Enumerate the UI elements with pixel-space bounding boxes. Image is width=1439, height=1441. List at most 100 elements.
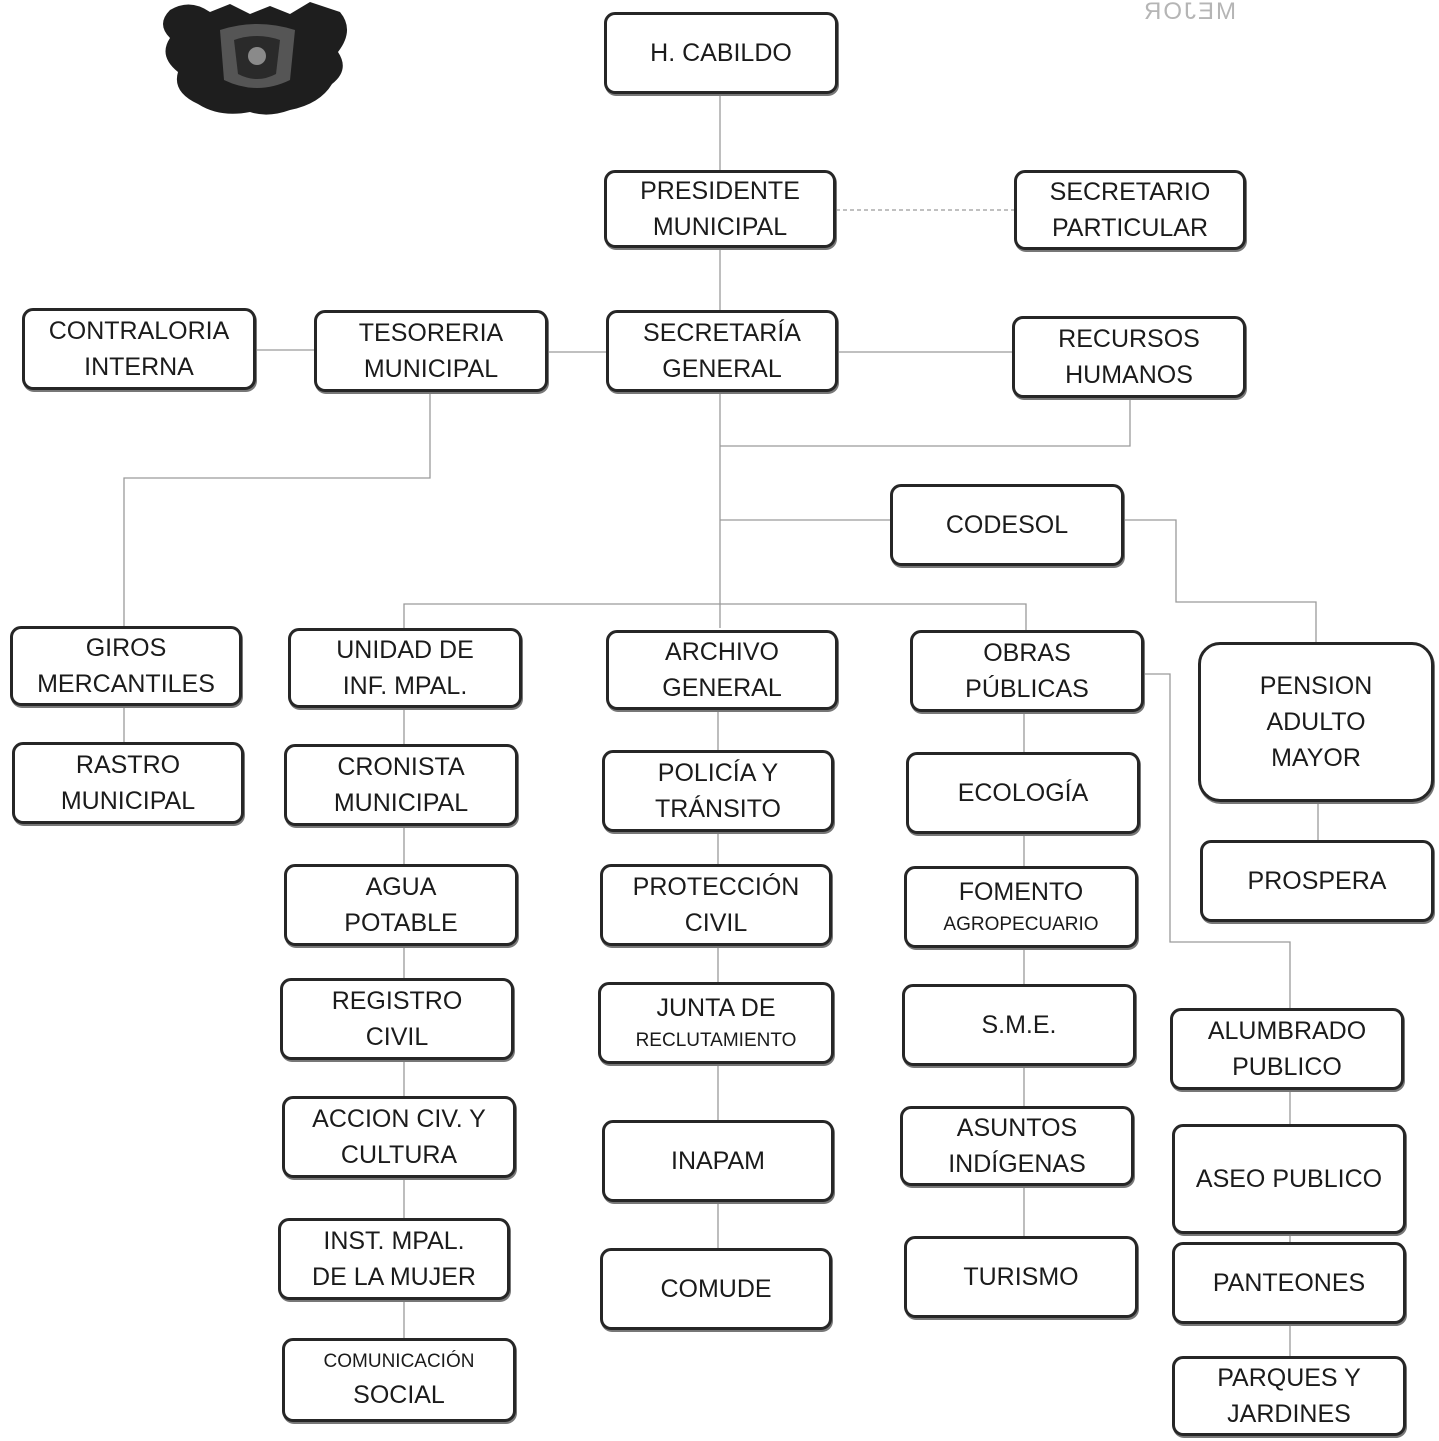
node-unidad-inf-mpal: UNIDAD DE INF. MPAL. [288, 628, 522, 708]
node-label-line: CRONISTA [337, 753, 465, 781]
node-giros-mercantiles: GIROS MERCANTILES [10, 626, 242, 706]
node-alumbrado-publico: ALUMBRADO PUBLICO [1170, 1008, 1404, 1090]
node-fomento-agropecuario: FOMENTO AGROPECUARIO [904, 866, 1138, 948]
node-label-line: CULTURA [340, 1141, 458, 1169]
node-policia-transito: POLICÍA Y TRÁNSITO [602, 750, 834, 832]
node-label-line: SOCIAL [353, 1381, 445, 1409]
connector [1124, 519, 1317, 642]
node-label-line: ASUNTOS [956, 1114, 1078, 1142]
node-label-line: ARCHIVO [665, 638, 779, 666]
node-label-line: RECLUTAMIENTO [635, 1030, 797, 1051]
node-label-line: JUNTA DE [656, 994, 776, 1022]
node-label-line: PROTECCIÓN [632, 873, 800, 901]
node-h-cabildo: H. CABILDO [604, 12, 838, 94]
node-cronista-municipal: CRONISTA MUNICIPAL [284, 744, 518, 826]
corner-text: MEJOR [1142, 0, 1236, 25]
node-label-line: INST. MPAL. [323, 1227, 465, 1255]
node-ecologia: ECOLOGÍA [906, 752, 1140, 834]
node-junta-reclutamiento: JUNTA DE RECLUTAMIENTO [598, 982, 834, 1064]
node-label-line: JARDINES [1227, 1400, 1351, 1428]
node-label-line: H. CABILDO [650, 39, 792, 67]
node-aseo-publico: ASEO PUBLICO [1172, 1124, 1406, 1234]
node-prospera: PROSPERA [1200, 840, 1434, 922]
node-label-line: TURISMO [963, 1263, 1079, 1291]
connector [403, 603, 1027, 630]
node-label-line: UNIDAD DE [336, 636, 474, 664]
node-label-line: INF. MPAL. [342, 672, 468, 700]
node-label-line: ASEO PUBLICO [1195, 1165, 1383, 1193]
node-label-line: ALUMBRADO [1207, 1017, 1367, 1045]
node-label-line: PENSION [1259, 672, 1373, 700]
node-secretaria-general: SECRETARÍA GENERAL [606, 310, 838, 392]
node-label-line: RASTRO [75, 751, 181, 779]
node-label-line: FOMENTO [958, 878, 1084, 906]
node-label-line: RECURSOS [1058, 325, 1200, 353]
node-accion-civ-cultura: ACCION CIV. Y CULTURA [282, 1096, 516, 1178]
node-parques-jardines: PARQUES Y JARDINES [1172, 1356, 1406, 1436]
node-obras-publicas: OBRAS PÚBLICAS [910, 630, 1144, 712]
node-label-line: HUMANOS [1065, 361, 1193, 389]
node-label-line: OBRAS [983, 639, 1071, 667]
node-label-line: MUNICIPAL [60, 787, 196, 815]
node-label-line: TRÁNSITO [655, 795, 781, 823]
node-label-line: PARQUES Y [1217, 1364, 1361, 1392]
node-inst-mpal-mujer: INST. MPAL. DE LA MUJER [278, 1218, 510, 1300]
node-label-line: MERCANTILES [37, 670, 215, 698]
node-label-line: PUBLICO [1232, 1053, 1342, 1081]
node-label-line: POLICÍA Y [657, 759, 779, 787]
node-label-line: TESORERIA [358, 319, 504, 347]
node-label-line: ADULTO [1266, 708, 1366, 736]
node-label-line: CONTRALORIA [48, 317, 230, 345]
node-label-line: GENERAL [662, 674, 782, 702]
node-panteones: PANTEONES [1172, 1242, 1406, 1324]
node-label-line: GENERAL [662, 355, 782, 383]
municipal-seal-icon [163, 2, 348, 115]
node-label-line: PROSPERA [1247, 867, 1387, 895]
node-label-line: S.M.E. [981, 1011, 1057, 1039]
node-label-line: MUNICIPAL [333, 789, 469, 817]
node-label-line: DE LA MUJER [312, 1263, 476, 1291]
node-label-line: AGUA [365, 873, 437, 901]
connector [720, 398, 1131, 447]
node-label-line: MUNICIPAL [652, 213, 788, 241]
node-rastro-municipal: RASTRO MUNICIPAL [12, 742, 244, 824]
node-recursos-humanos: RECURSOS HUMANOS [1012, 316, 1246, 398]
node-turismo: TURISMO [904, 1236, 1138, 1318]
node-label-line: REGISTRO [331, 987, 463, 1015]
node-comude: COMUDE [600, 1248, 832, 1330]
node-agua-potable: AGUA POTABLE [284, 864, 518, 946]
node-proteccion-civil: PROTECCIÓN CIVIL [600, 864, 832, 946]
node-label-line: CIVIL [365, 1023, 429, 1051]
node-label-line: POTABLE [344, 909, 458, 937]
node-label-line: ECOLOGÍA [957, 779, 1089, 807]
node-label-line: PANTEONES [1212, 1269, 1366, 1297]
node-label-line: MUNICIPAL [363, 355, 499, 383]
node-label-line: INDÍGENAS [948, 1150, 1086, 1178]
node-label-line: CIVIL [684, 909, 748, 937]
node-label-line: INTERNA [84, 353, 194, 381]
node-pension-adulto-mayor: PENSION ADULTO MAYOR [1198, 642, 1434, 802]
node-label-line: COMUDE [660, 1275, 772, 1303]
node-label-line: SECRETARIO [1049, 178, 1211, 206]
node-archivo-general: ARCHIVO GENERAL [606, 630, 838, 710]
node-contraloria-interna: CONTRALORIA INTERNA [22, 308, 256, 390]
node-label-line: ACCION CIV. Y [312, 1105, 486, 1133]
node-label-line: CODESOL [945, 511, 1069, 539]
node-label-line: PÚBLICAS [965, 675, 1089, 703]
node-registro-civil: REGISTRO CIVIL [280, 978, 514, 1060]
node-label-line: MAYOR [1271, 744, 1361, 772]
node-sme: S.M.E. [902, 984, 1136, 1066]
node-codesol: CODESOL [890, 484, 1124, 566]
node-label-line: GIROS [85, 634, 167, 662]
node-inapam: INAPAM [602, 1120, 834, 1202]
node-label-line: AGROPECUARIO [943, 914, 1099, 935]
node-label-line: INAPAM [671, 1147, 765, 1175]
node-label-line: SECRETARÍA [643, 319, 801, 347]
node-label-line: PRESIDENTE [640, 177, 800, 205]
node-tesoreria-municipal: TESORERIA MUNICIPAL [314, 310, 548, 392]
connector [123, 392, 431, 626]
node-presidente-municipal: PRESIDENTE MUNICIPAL [604, 170, 836, 248]
